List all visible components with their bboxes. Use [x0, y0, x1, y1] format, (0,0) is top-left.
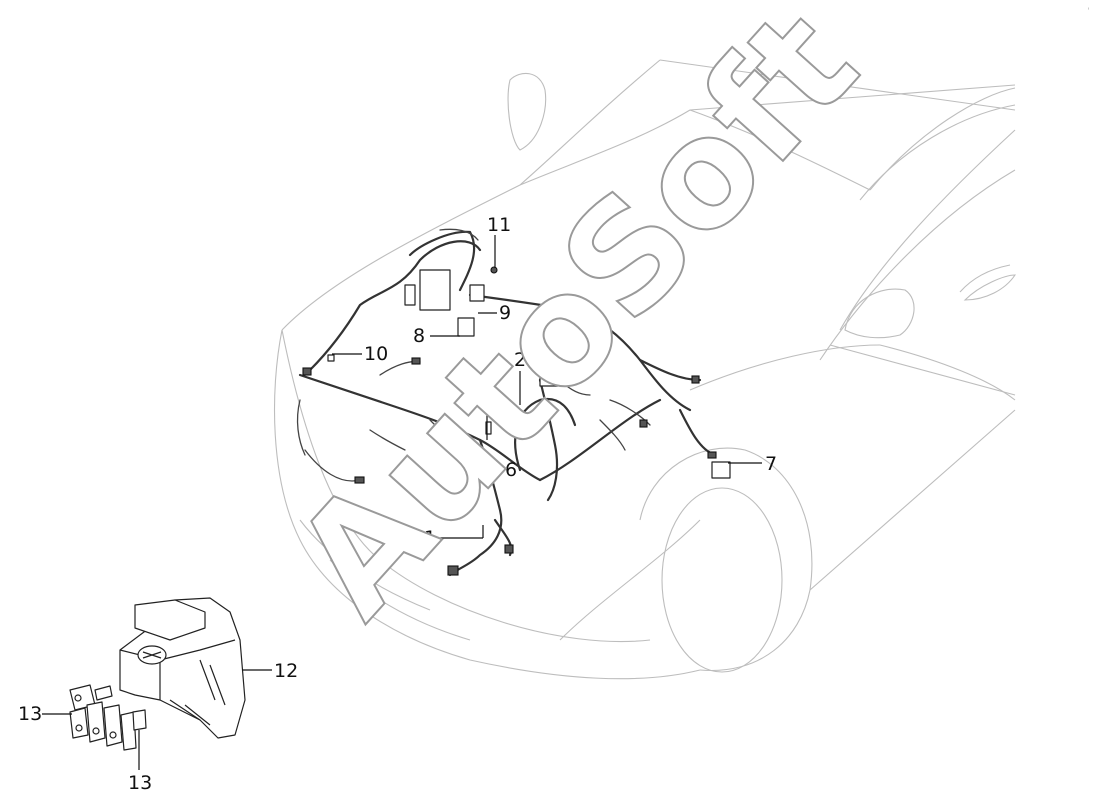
callout-12: 12 — [274, 660, 298, 682]
corner-mark: ꜝ — [1088, 7, 1090, 14]
callout-2: 2 — [514, 349, 526, 371]
callout-11: 11 — [487, 214, 511, 236]
callout-5: 5 — [481, 384, 493, 406]
callout-6: 6 — [505, 459, 517, 481]
watermark-text: AutoSoft — [262, 0, 890, 649]
callout-13-left: 13 — [18, 703, 42, 725]
callout-8: 8 — [413, 325, 425, 347]
callout-7: 7 — [765, 453, 777, 475]
callout-13-bottom: 13 — [128, 772, 152, 794]
fuse-box-cover — [119, 597, 246, 739]
callout-1: 1 — [424, 527, 436, 549]
callout-labels: 1 2 5 6 7 8 9 10 11 12 13 13 — [18, 214, 777, 794]
callout-10: 10 — [364, 343, 388, 365]
watermark: AutoSoft — [261, 0, 891, 650]
fuse-set — [69, 684, 147, 751]
callout-leaders — [42, 235, 762, 770]
main-wiring-harness — [296, 228, 731, 577]
callout-9: 9 — [499, 302, 511, 324]
car-body-outline — [273, 59, 1017, 680]
